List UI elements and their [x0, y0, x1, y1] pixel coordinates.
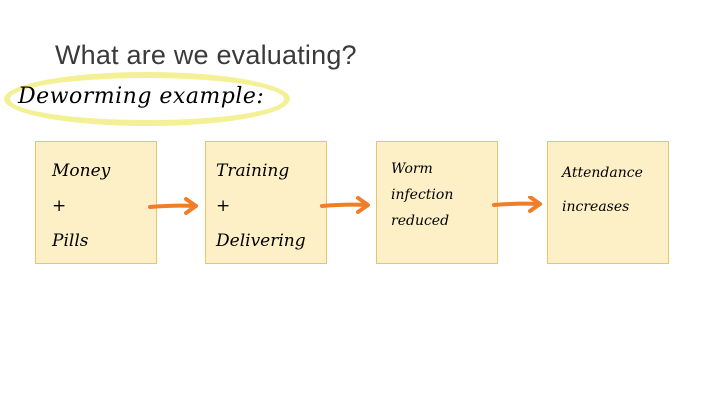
flow-box-label: Training + Delivering	[216, 161, 306, 251]
arrow-right-icon	[492, 196, 542, 213]
flow-box-inputs: Money + Pills	[35, 141, 157, 264]
flow-box-label: Money + Pills	[52, 161, 111, 251]
arrow-right-icon	[148, 197, 198, 215]
flow-box-outputs: Worm infection reduced	[376, 141, 498, 264]
flow-box-outcome: Attendance increases	[547, 141, 669, 264]
arrow-right-icon	[320, 196, 370, 214]
slide-title: What are we evaluating?	[55, 40, 357, 70]
flow-box-label: Worm infection reduced	[391, 161, 454, 229]
flow-box-activities: Training + Delivering	[205, 141, 327, 264]
flow-box-label: Attendance increases	[562, 165, 643, 215]
highlight-circle	[4, 72, 290, 126]
subtitle-handwritten: Deworming example:	[18, 84, 265, 109]
